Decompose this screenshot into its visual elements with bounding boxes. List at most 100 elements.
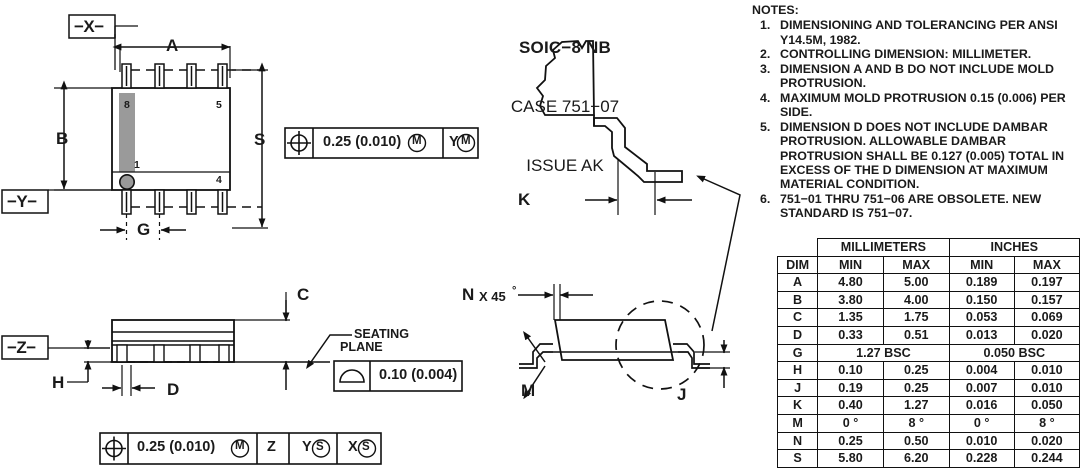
note-item: 4. MAXIMUM MOLD PROTRUSION 0.15 (0.006) … (752, 91, 1080, 120)
cell-in-min: 0.013 (948, 325, 1015, 345)
cell-in-min: 0.007 (948, 378, 1015, 398)
cell-in-max: 0.010 (1013, 361, 1080, 380)
dimension-c-label: C (297, 285, 310, 304)
table-row: N 0.25 0.50 0.010 0.020 (776, 431, 1080, 451)
fcf-bottom-datum-y: Y (302, 439, 312, 455)
top-view-geometry (1, 14, 268, 240)
note-text: MAXIMUM MOLD PROTRUSION 0.15 (0.006) PER… (780, 90, 1066, 120)
cell-in-max: 0.010 (1013, 378, 1080, 398)
cell-mm-min: 1.35 (817, 308, 884, 327)
fcf-flatness-geometry (333, 360, 463, 392)
fcf-bottom-tolerance: 0.25 (0.010) (137, 439, 216, 455)
row-dim: J (776, 378, 819, 398)
fcf-bottom-modifier-mmc: M (235, 440, 245, 452)
fcf-top-tolerance: 0.25 (0.010) (323, 134, 402, 150)
table-row: M 0 ° 8 ° 0 ° 8 ° (776, 413, 1080, 433)
seating-plane-label: SEATING PLANE (340, 314, 409, 368)
col-header-in-min: MIN (948, 255, 1015, 275)
note-number: 5. (760, 119, 771, 134)
note-text: DIMENSIONING AND TOLERANCING PER ANSI Y1… (780, 18, 1058, 47)
cell-in-max: 0.050 (1013, 396, 1080, 415)
dimension-h-label: H (52, 373, 65, 392)
note-number: 3. (760, 61, 771, 76)
dimension-d-label: D (167, 380, 180, 399)
table-row: B 3.80 4.00 0.150 0.157 (776, 290, 1080, 310)
fcf-bottom-datum-x: X (348, 439, 358, 455)
cell-mm-max: 8 ° (882, 413, 950, 433)
fcf-flatness-tolerance: 0.10 (0.004) (379, 367, 458, 383)
cell-in-min: 0.010 (948, 431, 1015, 451)
col-header-in-max: MAX (1013, 255, 1080, 275)
note-item: 1. DIMENSIONING AND TOLERANCING PER ANSI… (752, 18, 1080, 47)
note-text: 751−01 THRU 751−06 ARE OBSOLETE. NEW STA… (780, 191, 1042, 221)
side-view-geometry (1, 292, 352, 396)
fcf-top-modifier-mmc-1: M (412, 135, 422, 147)
dimension-a-label: A (166, 36, 179, 55)
datum-y-label: −Y− (7, 192, 37, 211)
col-header-mm-min: MIN (817, 255, 884, 275)
table-column-header-row: DIM MIN MAX MIN MAX (776, 255, 1080, 275)
note-item: 6. 751−01 THRU 751−06 ARE OBSOLETE. NEW … (752, 192, 1080, 221)
row-dim: K (776, 396, 819, 415)
table-row: J 0.19 0.25 0.007 0.010 (776, 378, 1080, 398)
table-row: S 5.80 6.20 0.228 0.244 (776, 449, 1080, 468)
cell-in-min: 0.189 (948, 273, 1015, 292)
cell-in-max: 0.020 (1013, 431, 1080, 451)
pin-number-1: 1 (134, 159, 140, 171)
note-number: 4. (760, 90, 771, 105)
cell-mm-min: 4.80 (817, 273, 884, 292)
lead-detail-geometry (535, 40, 741, 332)
cell-in-max: 0.244 (1013, 449, 1080, 468)
cell-in-min: 0.150 (948, 290, 1015, 310)
case-number: CASE 751−07 (510, 97, 620, 116)
notes-list: 1. DIMENSIONING AND TOLERANCING PER ANSI… (752, 18, 1080, 220)
cell-in-min: 0.228 (948, 449, 1015, 468)
table-row: D 0.33 0.51 0.013 0.020 (776, 325, 1080, 345)
cell-mm-max: 0.25 (882, 361, 950, 380)
pin-number-8: 8 (124, 99, 130, 111)
cell-in-min: 0.004 (948, 361, 1015, 380)
cell-in-max: 0.020 (1013, 325, 1080, 345)
fcf-position-bottom-geometry (99, 432, 382, 465)
table-row: C 1.35 1.75 0.053 0.069 (776, 308, 1080, 327)
package-name: SOIC−8 NB (518, 38, 612, 57)
datum-z-label: −Z− (7, 338, 36, 357)
dimension-j-label: J (677, 385, 687, 404)
note-number: 1. (760, 18, 771, 33)
row-dim: A (776, 273, 819, 292)
note-text: CONTROLLING DIMENSION: MILLIMETER. (780, 47, 1032, 62)
cell-mm-min: 0.40 (817, 396, 884, 415)
fcf-bottom-modifier-rfs-2: S (362, 441, 370, 453)
cell-mm-min: 5.80 (817, 449, 884, 468)
title-block: SOIC−8 NB CASE 751−07 ISSUE AK (455, 2, 675, 212)
degree-symbol-icon: ° (512, 285, 517, 297)
row-dim: N (776, 431, 819, 451)
group-header-inches: INCHES (948, 238, 1080, 257)
pin-number-5: 5 (216, 99, 222, 111)
cell-in-max: 0.157 (1013, 290, 1080, 310)
cell-in-min: 0.053 (948, 308, 1015, 327)
end-view-geometry (518, 284, 730, 400)
cell-mm-max: 0.50 (882, 431, 950, 451)
cell-mm-max: 4.00 (882, 290, 950, 310)
cell-in-max: 8 ° (1013, 413, 1080, 433)
row-dim: H (776, 361, 819, 380)
cell-in-max: 0.197 (1013, 273, 1080, 292)
dimension-b-label: B (56, 129, 69, 148)
n-angle-label: X 45 (479, 289, 506, 304)
table-row: G 1.27 BSC 0.050 BSC (776, 343, 1080, 363)
cell-in-span: 0.050 BSC (948, 343, 1080, 363)
dimension-g-label: G (137, 220, 151, 239)
table-row: K 0.40 1.27 0.016 0.050 (776, 396, 1080, 415)
note-text: DIMENSION D DOES NOT INCLUDE DAMBAR PROT… (780, 119, 1065, 192)
datum-x-label: −X− (74, 17, 104, 36)
notes-block: NOTES: 1. DIMENSIONING AND TOLERANCING P… (752, 3, 1080, 221)
cell-mm-max: 0.51 (882, 325, 950, 345)
dimension-k-label: K (518, 190, 531, 209)
note-item: 2. CONTROLLING DIMENSION: MILLIMETER. (752, 47, 1080, 61)
cell-mm-min: 0.19 (817, 378, 884, 398)
fcf-top-modifier-mmc-2: M (461, 135, 471, 147)
pin-number-4: 4 (216, 174, 222, 186)
